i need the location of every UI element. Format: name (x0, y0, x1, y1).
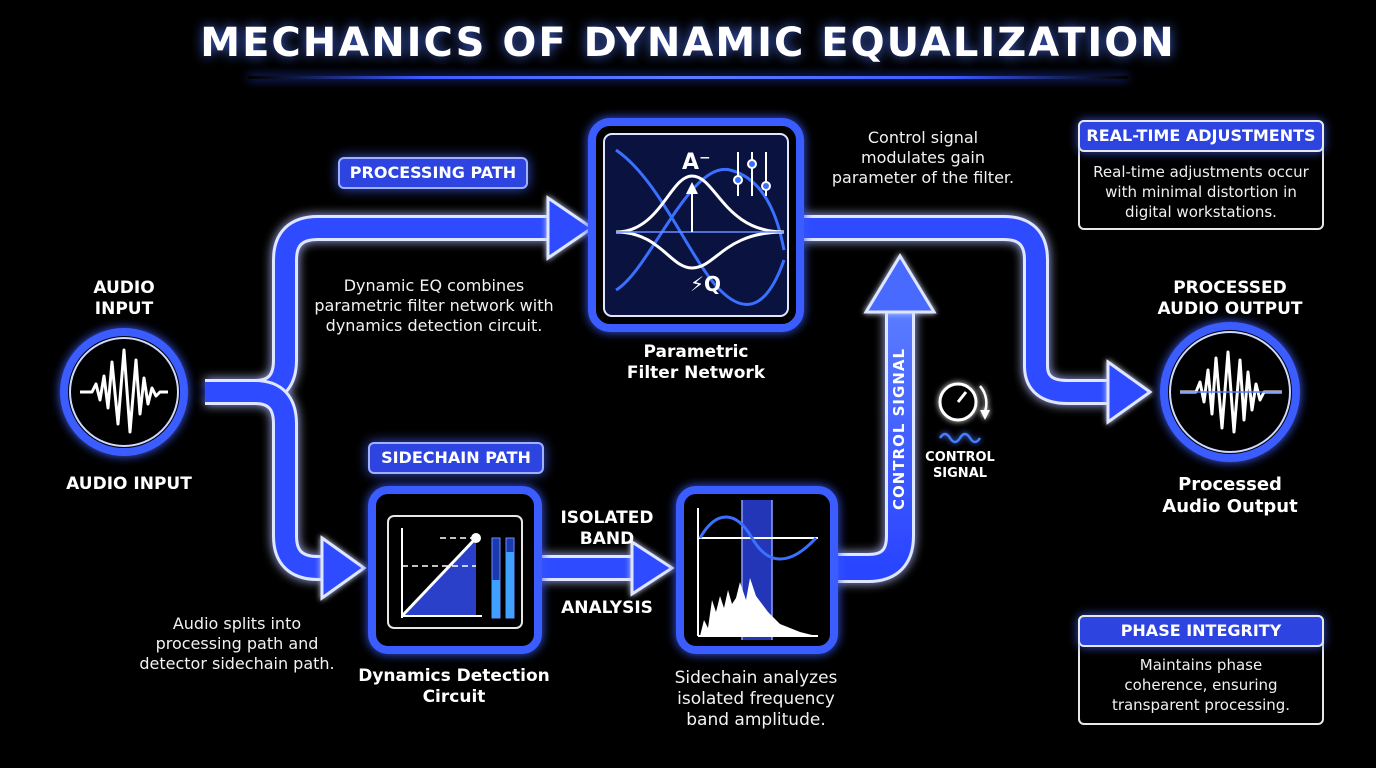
title-underline (248, 76, 1128, 79)
arrow-heads (320, 195, 1153, 601)
control-knob-icon (938, 382, 990, 444)
waveform-icon (80, 348, 168, 434)
realtime-adjustments-header: REAL-TIME ADJUSTMENTS (1078, 120, 1324, 152)
note-control-signal: Control signal modulates gain parameter … (831, 128, 1015, 187)
page-title: MECHANICS OF DYNAMIC EQUALIZATION (200, 20, 1176, 66)
phase-integrity-card: PHASE INTEGRITY Maintains phase coherenc… (1078, 615, 1324, 725)
realtime-adjustments-card: REAL-TIME ADJUSTMENTS Real-time adjustme… (1078, 120, 1324, 230)
processing-path-pill: PROCESSING PATH (338, 157, 528, 189)
spectrum-analyzer-icon (697, 500, 818, 640)
sine-wave-icon (938, 432, 982, 444)
signal-paths (205, 215, 1108, 583)
control-signal-vertical-label: CONTROL SIGNAL (890, 347, 908, 510)
phase-integrity-header: PHASE INTEGRITY (1078, 615, 1324, 647)
audio-input-bottom-label: AUDIO INPUT (66, 474, 192, 494)
dynamics-detection-label: Dynamics Detection Circuit (358, 666, 550, 707)
note-audio-splits: Audio splits into processing path and de… (139, 614, 335, 673)
parametric-filter-box (588, 118, 804, 332)
output-path-tube (800, 215, 1108, 405)
parametric-filter-label: Parametric Filter Network (626, 342, 766, 383)
filter-amplitude-glyph: A⁻ (682, 150, 711, 175)
filter-q-glyph: ⚡Q (690, 272, 722, 296)
arrow-to-output (1106, 359, 1153, 425)
note-sidechain-analyzes: Sidechain analyzes isolated frequency ba… (674, 668, 838, 730)
dynamics-detection-box (368, 486, 542, 654)
sidechain-analysis-box (676, 486, 838, 654)
sidechain-path-pill: SIDECHAIN PATH (368, 442, 544, 474)
arrow-control-up (863, 253, 937, 314)
arrow-to-detection (320, 535, 367, 601)
isolated-band-label: ISOLATED BAND (560, 508, 654, 549)
note-dynamic-eq: Dynamic EQ combines parametric filter ne… (314, 276, 554, 335)
compressor-graph-icon (400, 528, 515, 619)
realtime-adjustments-body: Real-time adjustments occur with minimal… (1093, 163, 1309, 221)
processed-output-node (1160, 322, 1300, 462)
phase-integrity-body: Maintains phase coherence, ensuring tran… (1111, 656, 1291, 714)
analysis-label: ANALYSIS (561, 598, 653, 618)
audio-input-node (60, 328, 188, 456)
processed-output-top-label: PROCESSED AUDIO OUTPUT (1157, 278, 1303, 319)
audio-input-top-label: AUDIO INPUT (93, 278, 155, 319)
control-signal-icon-label: CONTROL SIGNAL (925, 450, 995, 481)
filter-curves-icon (615, 148, 786, 306)
slider-controls-icon (733, 152, 771, 196)
arrow-to-filter (546, 195, 595, 261)
arrow-to-analysis (630, 539, 675, 597)
processed-output-bottom-label: Processed Audio Output (1162, 474, 1298, 517)
